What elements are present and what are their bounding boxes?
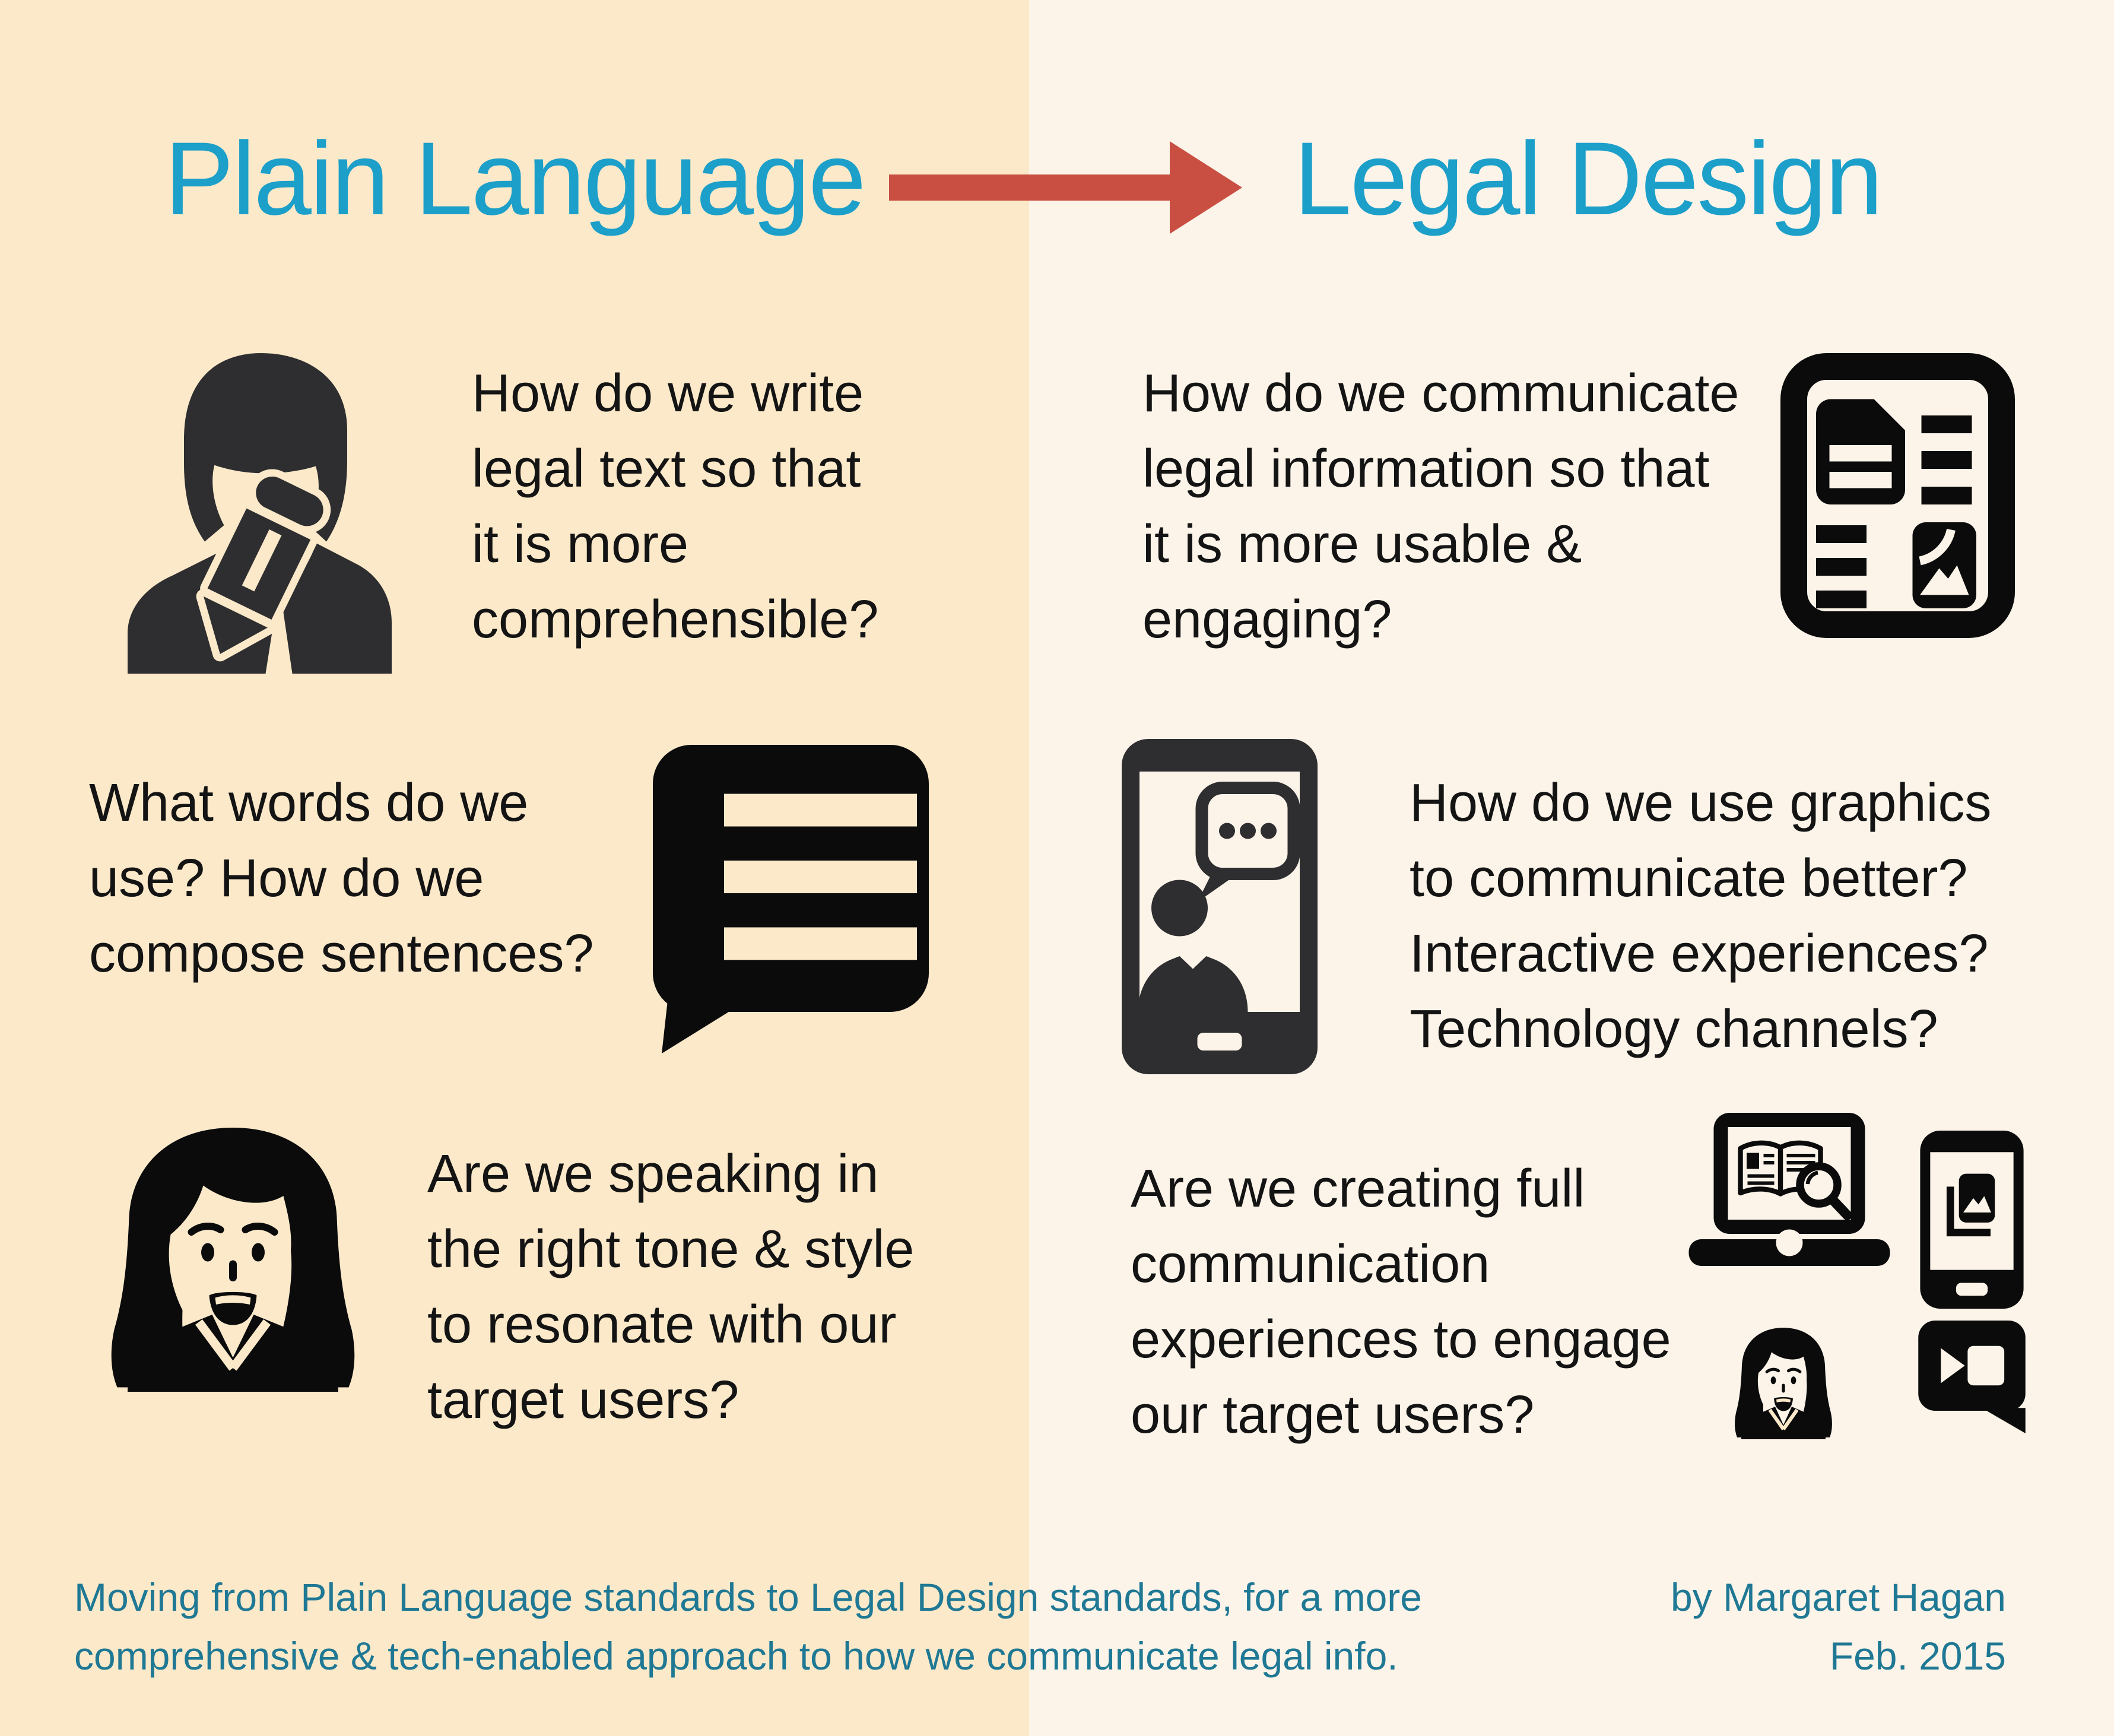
question-line: our target users?	[1131, 1385, 1535, 1445]
document-layout-icon	[1780, 353, 2015, 638]
footer-caption-line: comprehensive & tech-enabled approach to…	[74, 1634, 1398, 1678]
question-line: Technology channels?	[1410, 999, 1938, 1059]
question-line: to communicate better?	[1410, 849, 1968, 908]
question-line: Are we creating full	[1131, 1159, 1585, 1218]
question-line: How do we use graphics	[1410, 773, 1992, 833]
question-line: legal text so that	[472, 439, 861, 499]
question-block-experiences: Are we creating full communication exper…	[1131, 1151, 1671, 1453]
question-line: compose sentences?	[89, 924, 594, 983]
arrow-right-icon	[889, 141, 1242, 234]
question-line: experiences to engage	[1131, 1310, 1671, 1369]
laptop-search-icon	[1688, 1113, 1890, 1291]
page-title-right: Legal Design	[1294, 121, 1883, 237]
phone-photos-icon	[1920, 1131, 2024, 1309]
page-title-left: Plain Language	[164, 121, 866, 237]
question-line: to resonate with our	[427, 1295, 897, 1354]
footer-caption-line: Moving from Plain Language standards to …	[74, 1575, 1422, 1619]
footer-caption: Moving from Plain Language standards to …	[74, 1568, 1422, 1686]
question-block-write: How do we write legal text so that it is…	[472, 356, 878, 658]
speech-bubble-icon	[653, 745, 929, 1053]
footer-date: Feb. 2015	[1829, 1634, 2006, 1678]
question-block-words: What words do we use? How do we compose …	[89, 766, 594, 992]
woman-avatar-icon	[1721, 1326, 1846, 1439]
question-block-graphics: How do we use graphics to communicate be…	[1410, 766, 1992, 1067]
question-line: target users?	[427, 1370, 739, 1430]
question-line: it is more	[472, 515, 689, 574]
question-line: comprehensible?	[472, 590, 879, 649]
footer-author: by Margaret Hagan	[1671, 1575, 2006, 1619]
question-block-communicate: How do we communicate legal information …	[1142, 356, 1739, 658]
question-line: How do we write	[472, 364, 864, 423]
writer-icon	[110, 350, 412, 674]
question-line: Interactive experiences?	[1410, 924, 1989, 983]
media-icons-cluster	[1688, 1104, 2071, 1442]
question-line: it is more usable &	[1142, 515, 1582, 574]
video-chat-icon	[1917, 1321, 2027, 1433]
question-line: the right tone & style	[427, 1220, 915, 1279]
question-line: What words do we	[89, 773, 529, 833]
question-line: communication	[1131, 1234, 1490, 1294]
question-block-tone: Are we speaking in the right tone & styl…	[427, 1137, 914, 1438]
woman-icon	[77, 1125, 389, 1392]
question-line: How do we communicate	[1142, 364, 1740, 423]
question-line: Are we speaking in	[427, 1144, 879, 1204]
question-line: use? How do we	[89, 849, 484, 908]
footer-credit: by Margaret Hagan Feb. 2015	[1472, 1568, 2006, 1686]
question-line: legal information so that	[1142, 439, 1710, 499]
tablet-chat-icon	[1122, 739, 1318, 1074]
question-line: engaging?	[1142, 590, 1392, 649]
